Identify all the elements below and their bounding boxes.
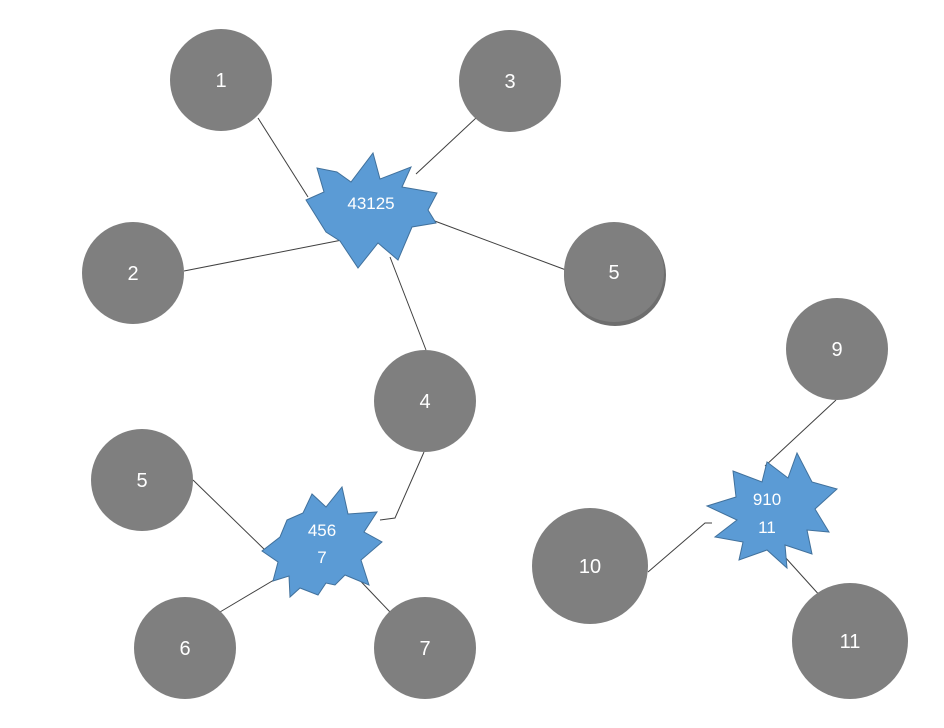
node-6: 6 <box>134 597 236 699</box>
edge-5-c1 <box>431 219 567 271</box>
node-circle <box>786 298 888 400</box>
node-label: 11 <box>840 631 861 653</box>
node-label: 3 <box>504 71 515 93</box>
cluster-91011: 910 11 <box>705 451 839 570</box>
node-circle <box>532 508 648 624</box>
node-5-top: 5 <box>564 222 666 326</box>
node-circle <box>459 30 561 132</box>
node-11: 11 <box>792 583 908 699</box>
node-circle <box>374 350 476 452</box>
cluster-label: 7 <box>317 548 326 567</box>
node-label: 1 <box>215 70 226 92</box>
node-label: 2 <box>127 263 138 285</box>
node-label: 5 <box>136 470 147 492</box>
node-label: 5 <box>608 262 619 284</box>
node-7: 7 <box>374 597 476 699</box>
cluster-43125: 43125 <box>305 151 438 269</box>
edge-4-c2 <box>379 451 425 521</box>
node-circle <box>134 597 236 699</box>
node-5-bottom: 5 <box>91 429 193 531</box>
node-circle <box>564 222 664 322</box>
node-10: 10 <box>532 508 648 624</box>
node-label: 9 <box>831 339 842 361</box>
node-1: 1 <box>170 29 272 131</box>
cluster-label: 456 <box>308 521 336 540</box>
edge-5-c2 <box>192 479 267 552</box>
node-2: 2 <box>82 222 184 324</box>
node-circle <box>91 429 193 531</box>
cluster-label: 11 <box>758 518 776 537</box>
cluster-label: 43125 <box>347 194 394 213</box>
edge-1-c1 <box>257 117 309 198</box>
node-label: 7 <box>419 638 430 660</box>
node-circle <box>82 222 184 324</box>
edge-9-c3 <box>764 399 837 467</box>
node-3: 3 <box>459 30 561 132</box>
node-label: 6 <box>179 638 190 660</box>
node-label: 10 <box>579 556 601 578</box>
cluster-burst-shape <box>705 451 839 570</box>
cluster-label: 910 <box>753 490 781 509</box>
edge-4-c1 <box>389 256 427 351</box>
cluster-burst-shape <box>305 151 438 269</box>
node-circle <box>374 597 476 699</box>
edge-3-c1 <box>415 117 477 175</box>
cluster-4567: 456 7 <box>261 485 383 599</box>
node-label: 4 <box>419 391 430 413</box>
node-circle <box>170 29 272 131</box>
node-4: 4 <box>374 350 476 452</box>
node-circle <box>792 583 908 699</box>
edge-10-c3 <box>647 522 712 573</box>
node-9: 9 <box>786 298 888 400</box>
cluster-burst-shape <box>261 485 383 599</box>
edges <box>183 117 837 613</box>
edge-2-c1 <box>183 239 343 272</box>
